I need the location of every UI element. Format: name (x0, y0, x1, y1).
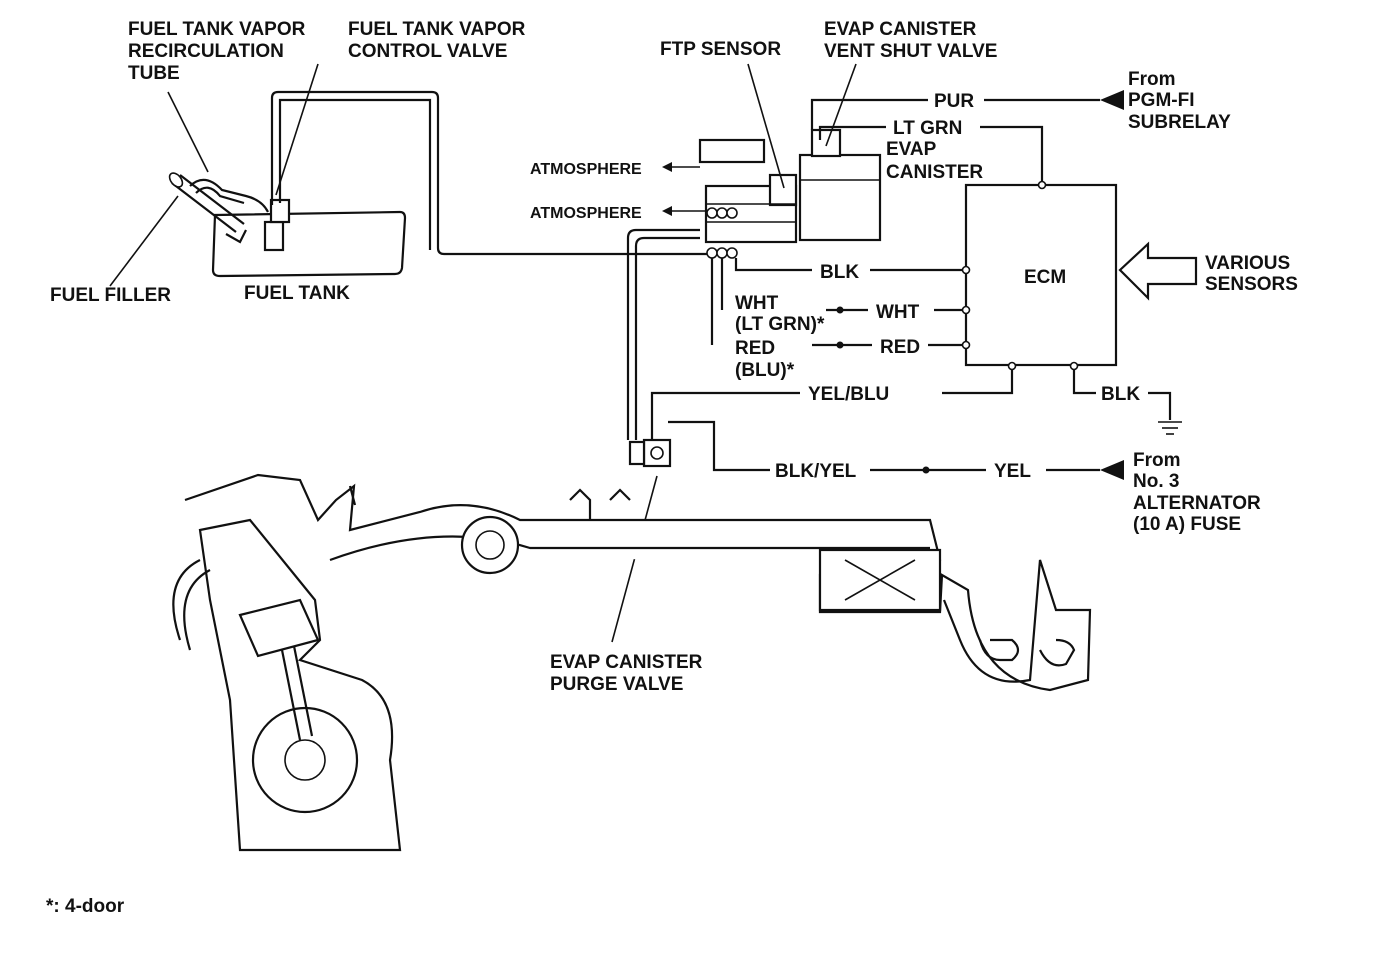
wire-red-right-label: RED (880, 337, 920, 358)
recirc-tube-label-3: TUBE (128, 63, 180, 84)
evap-canister-label-2: CANISTER (886, 162, 983, 183)
wire-wht-right-label: WHT (876, 302, 920, 323)
atmosphere-lower-label: ATMOSPHERE (530, 205, 642, 222)
ftp-sensor (698, 138, 798, 259)
purge-line (626, 228, 700, 440)
fuel-tank (211, 198, 407, 278)
purge-valve-label-1: EVAP CANISTER (550, 652, 703, 673)
subrelay-label-3: SUBRELAY (1128, 112, 1231, 133)
recirc-tube-label-1: FUEL TANK VAPOR (128, 19, 306, 40)
wire-blk-sensor-label: BLK (820, 262, 859, 283)
evap-canister (798, 128, 882, 242)
various-sensors-label-2: SENSORS (1205, 274, 1298, 295)
atmosphere-arrows (662, 162, 706, 216)
various-sensors-arrow (1118, 241, 1198, 301)
footnote: *: 4-door (46, 896, 125, 917)
various-sensors-label-1: VARIOUS (1205, 253, 1290, 274)
ecm-box (964, 183, 1118, 367)
wire-wht-left-label-2: (LT GRN)* (735, 314, 825, 335)
fuel-filler-label: FUEL FILLER (50, 285, 171, 306)
wire-red-left-label-2: (BLU)* (735, 360, 795, 381)
alternator-fuse-label-2: No. 3 (1133, 471, 1179, 492)
wire-pur-label: PUR (934, 91, 974, 112)
control-valve-label-2: CONTROL VALVE (348, 41, 507, 62)
engine-assembly (172, 473, 1092, 852)
atmosphere-upper-label: ATMOSPHERE (530, 161, 642, 178)
evap-canister-label-1: EVAP (886, 139, 937, 160)
fuel-filler (168, 172, 247, 244)
wire-blk-ground-label: BLK (1101, 384, 1140, 405)
wire-wht-left-label-1: WHT (735, 293, 779, 314)
leader-lines (109, 63, 857, 287)
vent-shut-valve-label-2: VENT SHUT VALVE (824, 41, 997, 62)
recirc-tube-label-2: RECIRCULATION (128, 41, 284, 62)
fuel-tank-vapor-line (270, 90, 708, 256)
fuel-tank-vapor-recirculation-tube (189, 178, 269, 213)
alternator-fuse-label-3: ALTERNATOR (1133, 493, 1261, 514)
control-valve-label-1: FUEL TANK VAPOR (348, 19, 526, 40)
wiring (650, 90, 1182, 480)
vent-shut-valve-label-1: EVAP CANISTER (824, 19, 977, 40)
wire-yel-label: YEL (994, 461, 1031, 482)
subrelay-label-2: PGM-FI (1128, 90, 1195, 111)
wire-yel-blu-label: YEL/BLU (808, 384, 889, 405)
wire-lt-grn-label: LT GRN (893, 118, 962, 139)
ftp-sensor-label: FTP SENSOR (660, 39, 781, 60)
ecm-label: ECM (1024, 267, 1066, 288)
wire-red-left-label-1: RED (735, 338, 775, 359)
subrelay-label-1: From (1128, 69, 1176, 90)
wire-blk-yel-label: BLK/YEL (775, 461, 857, 482)
alternator-fuse-label-4: (10 A) FUSE (1133, 514, 1241, 535)
fuel-tank-label: FUEL TANK (244, 283, 350, 304)
purge-valve-label-2: PURGE VALVE (550, 674, 683, 695)
alternator-fuse-label-1: From (1133, 450, 1181, 471)
